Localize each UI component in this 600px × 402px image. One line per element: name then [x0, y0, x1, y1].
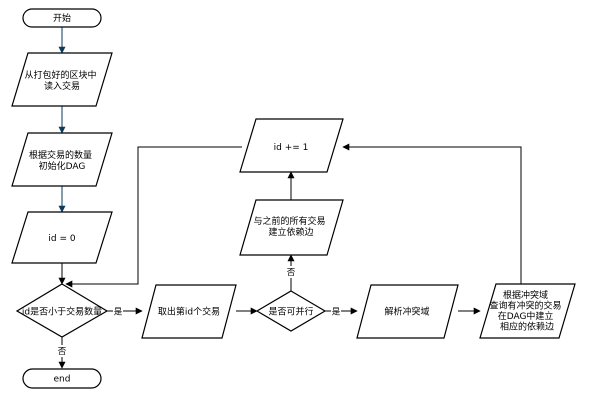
svg-text:end: end: [54, 375, 71, 385]
node-id-inc-line-1: id += 1: [274, 143, 309, 153]
node-id-zero-line-1: id = 0: [48, 234, 75, 244]
node-read-tx-line-2: 读入交易: [44, 80, 80, 92]
node-id-inc: id += 1: [239, 118, 344, 173]
edge-inc-to-cond: [65, 146, 242, 288]
node-parse-conflict: 解析冲突域: [356, 284, 459, 339]
node-read-tx-line-1: 从打包好的区块中: [25, 69, 97, 81]
node-id-zero: id = 0: [11, 211, 113, 264]
svg-text:id += 1: id += 1: [274, 143, 309, 153]
edge-label-parallel-no: 否: [287, 268, 296, 278]
node-init-dag-line-1: 根据交易的数量: [29, 149, 92, 161]
svg-text:取出第id个交易: 取出第id个交易: [158, 306, 220, 318]
node-dep-all: 与之前的所有交易 建立依赖边: [239, 199, 344, 256]
svg-text:解析冲突域: 解析冲突域: [384, 306, 429, 318]
svg-text:根据冲突域 查询有冲突的交易: 根据冲突域 查询有冲突的交易 在DAG中建立 相应的依赖边: [490, 289, 565, 333]
edge-dep-conflict-to-inc: [342, 143, 522, 284]
edge-labels: 是 否 是 否: [57, 266, 341, 357]
node-cond-id-line-1: id是否小于交易数量: [22, 306, 102, 318]
node-end: end: [22, 368, 102, 389]
node-cond-parallel: 是否可并行: [255, 290, 327, 332]
edge-label-parallel-yes: 是: [332, 308, 341, 318]
edges: [58, 27, 522, 369]
node-dep-conflict-line-4: 相应的依赖边: [500, 321, 554, 333]
node-dep-all-line-1: 与之前的所有交易: [254, 215, 326, 227]
node-cond-id: id是否小于交易数量: [15, 283, 109, 338]
svg-text:与之前的所有交易 建立依赖边: 与之前的所有交易 建立依赖边: [254, 215, 329, 238]
node-dep-all-line-2: 建立依赖边: [268, 226, 313, 238]
node-dep-conflict-line-2: 查询有冲突的交易: [490, 300, 562, 312]
node-dep-conflict-line-1: 根据冲突域: [503, 289, 548, 301]
svg-text:id是否小于交易数量: id是否小于交易数量: [22, 306, 102, 318]
node-cond-parallel-line-1: 是否可并行: [268, 306, 313, 318]
svg-text:根据交易的数量 初始化DAG: 根据交易的数量 初始化DAG: [29, 149, 95, 172]
node-take-tx-line-1: 取出第id个交易: [158, 306, 220, 318]
node-dep-conflict: 根据冲突域 查询有冲突的交易 在DAG中建立 相应的依赖边: [479, 283, 576, 339]
nodes: 开始 从打包好的区块中 读入交易 根据交易的数量 初始化DAG id = 0: [11, 8, 576, 389]
node-read-tx: 从打包好的区块中 读入交易: [11, 52, 113, 107]
node-init-dag-line-2: 初始化DAG: [39, 160, 86, 172]
svg-text:从打包好的区块中 读入交易: 从打包好的区块中 读入交易: [25, 69, 100, 92]
node-take-tx: 取出第id个交易: [141, 284, 237, 339]
node-end-line-1: end: [54, 375, 71, 385]
node-start: 开始: [22, 8, 102, 28]
edge-label-cond-no: 否: [58, 347, 67, 357]
svg-text:开始: 开始: [53, 12, 71, 24]
node-parse-conflict-line-1: 解析冲突域: [384, 306, 429, 318]
node-start-line-1: 开始: [53, 12, 71, 24]
node-dep-conflict-line-3: 在DAG中建立: [498, 310, 554, 322]
node-init-dag: 根据交易的数量 初始化DAG: [11, 132, 113, 187]
svg-text:是否可并行: 是否可并行: [268, 306, 313, 318]
edge-label-cond-yes: 是: [114, 308, 123, 318]
svg-text:id = 0: id = 0: [48, 234, 75, 244]
